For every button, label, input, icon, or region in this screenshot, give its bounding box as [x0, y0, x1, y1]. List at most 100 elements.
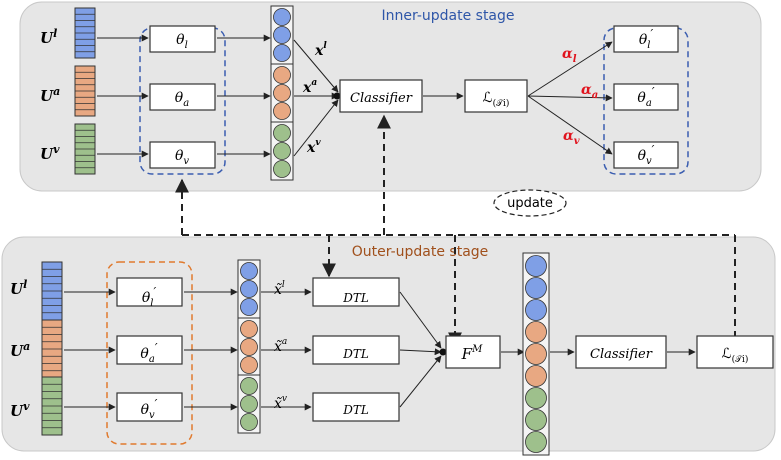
- outer-feature-column-circle: [240, 377, 258, 395]
- dtl-box: [312, 277, 400, 307]
- inner-updated-label-l: θl′: [639, 27, 654, 51]
- outer-feature-column-circle: [240, 338, 258, 356]
- dtl-label-v: DTL: [342, 403, 369, 417]
- inner-input-stack: [74, 123, 96, 175]
- outer-concat-dot: [439, 348, 447, 356]
- inner-param-box: [149, 83, 216, 111]
- inner-feature-column-circle: [273, 66, 291, 84]
- inner-feature-column: [270, 5, 294, 65]
- inner-feature-column-circle: [273, 26, 291, 44]
- dtl-arrow-a: [399, 348, 442, 356]
- inner-feature-column-circle: [273, 8, 291, 26]
- inner-feature-column: [270, 63, 294, 123]
- outer-input-stack: [41, 319, 63, 379]
- fusion-label: FM: [461, 344, 483, 363]
- inner-input-stack: [74, 65, 96, 117]
- inner-updated-box: [613, 141, 679, 169]
- inner-feature-column-circle: [273, 44, 291, 62]
- outer-param-label-a: θa′: [140, 341, 157, 365]
- outer-input-label-a: Ua: [10, 340, 30, 360]
- fused-feature-column-circle: [525, 277, 547, 299]
- fused-feature-column: [522, 252, 550, 456]
- inner-updated-box: [613, 83, 679, 111]
- rate-label-v: αv: [563, 128, 580, 147]
- dtl-box: [312, 335, 400, 365]
- outer-feature-label-a: x̃a: [274, 337, 287, 355]
- fused-feature-column-circle: [525, 409, 547, 431]
- outer-feature-column: [237, 317, 261, 377]
- inner-updated-label-a: θa′: [637, 85, 654, 109]
- inner-classifier-box: [339, 79, 423, 113]
- inner-param-box: [149, 141, 216, 169]
- outer-feature-column-circle: [240, 413, 258, 431]
- outer-feature-column-circle: [240, 298, 258, 316]
- outer-feature-column: [237, 374, 261, 434]
- inner-feature-column-circle: [273, 102, 291, 120]
- fused-feature-column-circle: [525, 321, 547, 343]
- outer-feature-column: [237, 259, 261, 319]
- inner-feature-column-circle: [273, 124, 291, 142]
- outer-input-label-v: Uv: [10, 400, 30, 420]
- shapes-layer: [41, 5, 774, 456]
- inner-classifier-label: Classifier: [350, 91, 413, 106]
- outer-classifier-label: Classifier: [590, 347, 653, 362]
- rate-label-l: αl: [562, 46, 577, 65]
- inner-updated-label-v: θv′: [638, 143, 655, 167]
- fusion-box: [445, 335, 501, 369]
- dtl-arrow-l: [399, 291, 442, 349]
- fused-feature-column-circle: [525, 365, 547, 387]
- outer-param-label-v: θv′: [141, 397, 158, 421]
- outer-feature-column-circle: [240, 320, 258, 338]
- outer-param-label-l: θl′: [142, 285, 157, 309]
- fused-feature-column-circle: [525, 387, 547, 409]
- inner-feature-column-circle: [273, 160, 291, 178]
- dtl-box: [312, 392, 400, 422]
- outer-param-box: [116, 277, 183, 307]
- dtl-label-l: DTL: [342, 291, 369, 305]
- update-badge: [493, 189, 567, 217]
- outer-feature-column-circle: [240, 280, 258, 298]
- inner-stage-title: Inner-update stage: [381, 8, 514, 24]
- inner-input-label-l: Ul: [40, 27, 57, 47]
- rate-arrow-v: [527, 95, 613, 155]
- inner-loss-box: [464, 79, 528, 113]
- inner-loss-label: ℒ(𝒯i): [483, 90, 510, 109]
- outer-input-stack: [41, 376, 63, 436]
- fused-feature-column-circle: [525, 255, 547, 277]
- inner-input-label-v: Uv: [40, 143, 60, 163]
- dtl-label-a: DTL: [342, 347, 369, 361]
- outer-param-box: [116, 392, 183, 422]
- inner-feature-arrow-l: [293, 39, 339, 93]
- inner-feature-column-circle: [273, 142, 291, 160]
- outer-feature-column-circle: [240, 395, 258, 413]
- outer-params-group: [106, 261, 193, 445]
- outer-feature-column-circle: [240, 356, 258, 374]
- outer-feature-label-l: x̃l: [274, 280, 285, 298]
- arrows-layer: [64, 34, 736, 411]
- fused-feature-column-circle: [525, 431, 547, 453]
- inner-feature-arrow-v: [293, 99, 339, 157]
- fused-feature-column-circle: [525, 343, 547, 365]
- outer-param-box: [116, 335, 183, 365]
- outer-stage-title: Outer-update stage: [352, 244, 489, 260]
- update-label: update: [507, 196, 553, 211]
- fused-feature-column-circle: [525, 299, 547, 321]
- outer-feature-label-v: x̃v: [274, 394, 287, 412]
- inner-feature-column-circle: [273, 84, 291, 102]
- outer-feature-column-circle: [240, 262, 258, 280]
- rate-arrow-l: [527, 41, 613, 97]
- inner-feature-label-v: xv: [306, 138, 321, 156]
- inner-param-label-l: θl: [176, 32, 188, 51]
- outer-loss-box: [696, 335, 774, 369]
- inner-param-box: [149, 25, 216, 53]
- inner-param-label-a: θa: [175, 90, 189, 109]
- rate-label-a: αa: [581, 82, 598, 101]
- outer-input-stack: [41, 261, 63, 321]
- outer-classifier-box: [575, 335, 667, 369]
- inner-input-label-a: Ua: [40, 85, 60, 105]
- inner-feature-label-l: xl: [314, 41, 327, 59]
- rate-arrow-a: [527, 94, 613, 102]
- inner-updated-box: [613, 25, 679, 53]
